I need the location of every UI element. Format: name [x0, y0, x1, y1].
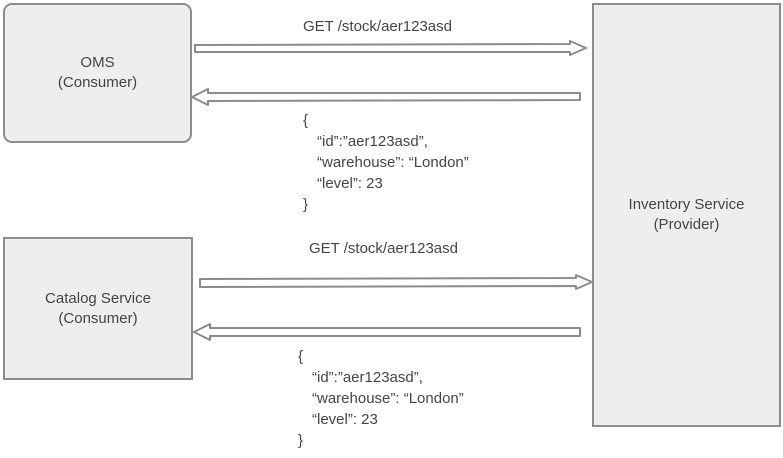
json-line-id: “id”:”aer123asd”, [312, 369, 423, 386]
json-line-level: “level”: 23 [317, 175, 383, 192]
catalog-request-arrow [199, 274, 593, 290]
oms-request-label: GET /stock/aer123asd [303, 18, 452, 35]
catalog-name: Catalog Service [45, 289, 151, 307]
catalog-role: (Consumer) [58, 309, 138, 327]
oms-response-json: { “id”:”aer123asd”, “warehouse”: “London” “… [303, 110, 469, 215]
catalog-response-arrow [193, 323, 581, 341]
json-line-level: “level”: 23 [312, 411, 378, 428]
json-line-warehouse: “warehouse”: “London” [317, 154, 469, 171]
oms-role: (Consumer) [57, 74, 138, 91]
json-line-warehouse: “warehouse”: “London” [312, 390, 464, 407]
json-line-id: “id”:”aer123asd”, [317, 133, 428, 150]
catalog-response-json: { “id”:”aer123asd”, “warehouse”: “London” “… [298, 346, 464, 451]
catalog-service-consumer-box: Catalog Service (Consumer) [3, 237, 193, 380]
catalog-request-label: GET /stock/aer123asd [309, 240, 458, 257]
json-close-brace: } [298, 432, 304, 449]
oms-consumer-box: OMS (Consumer) [3, 3, 192, 143]
oms-request-arrow [194, 40, 587, 56]
inventory-role: (Provider) [653, 216, 720, 233]
inventory-name: Inventory Service [628, 196, 745, 213]
oms-name: OMS [80, 54, 115, 71]
inventory-service-provider-box: Inventory Service (Provider) [592, 3, 781, 427]
json-open-brace: { [303, 112, 309, 129]
json-open-brace: { [298, 348, 304, 365]
json-close-brace: } [303, 196, 309, 213]
oms-response-arrow [191, 88, 581, 106]
